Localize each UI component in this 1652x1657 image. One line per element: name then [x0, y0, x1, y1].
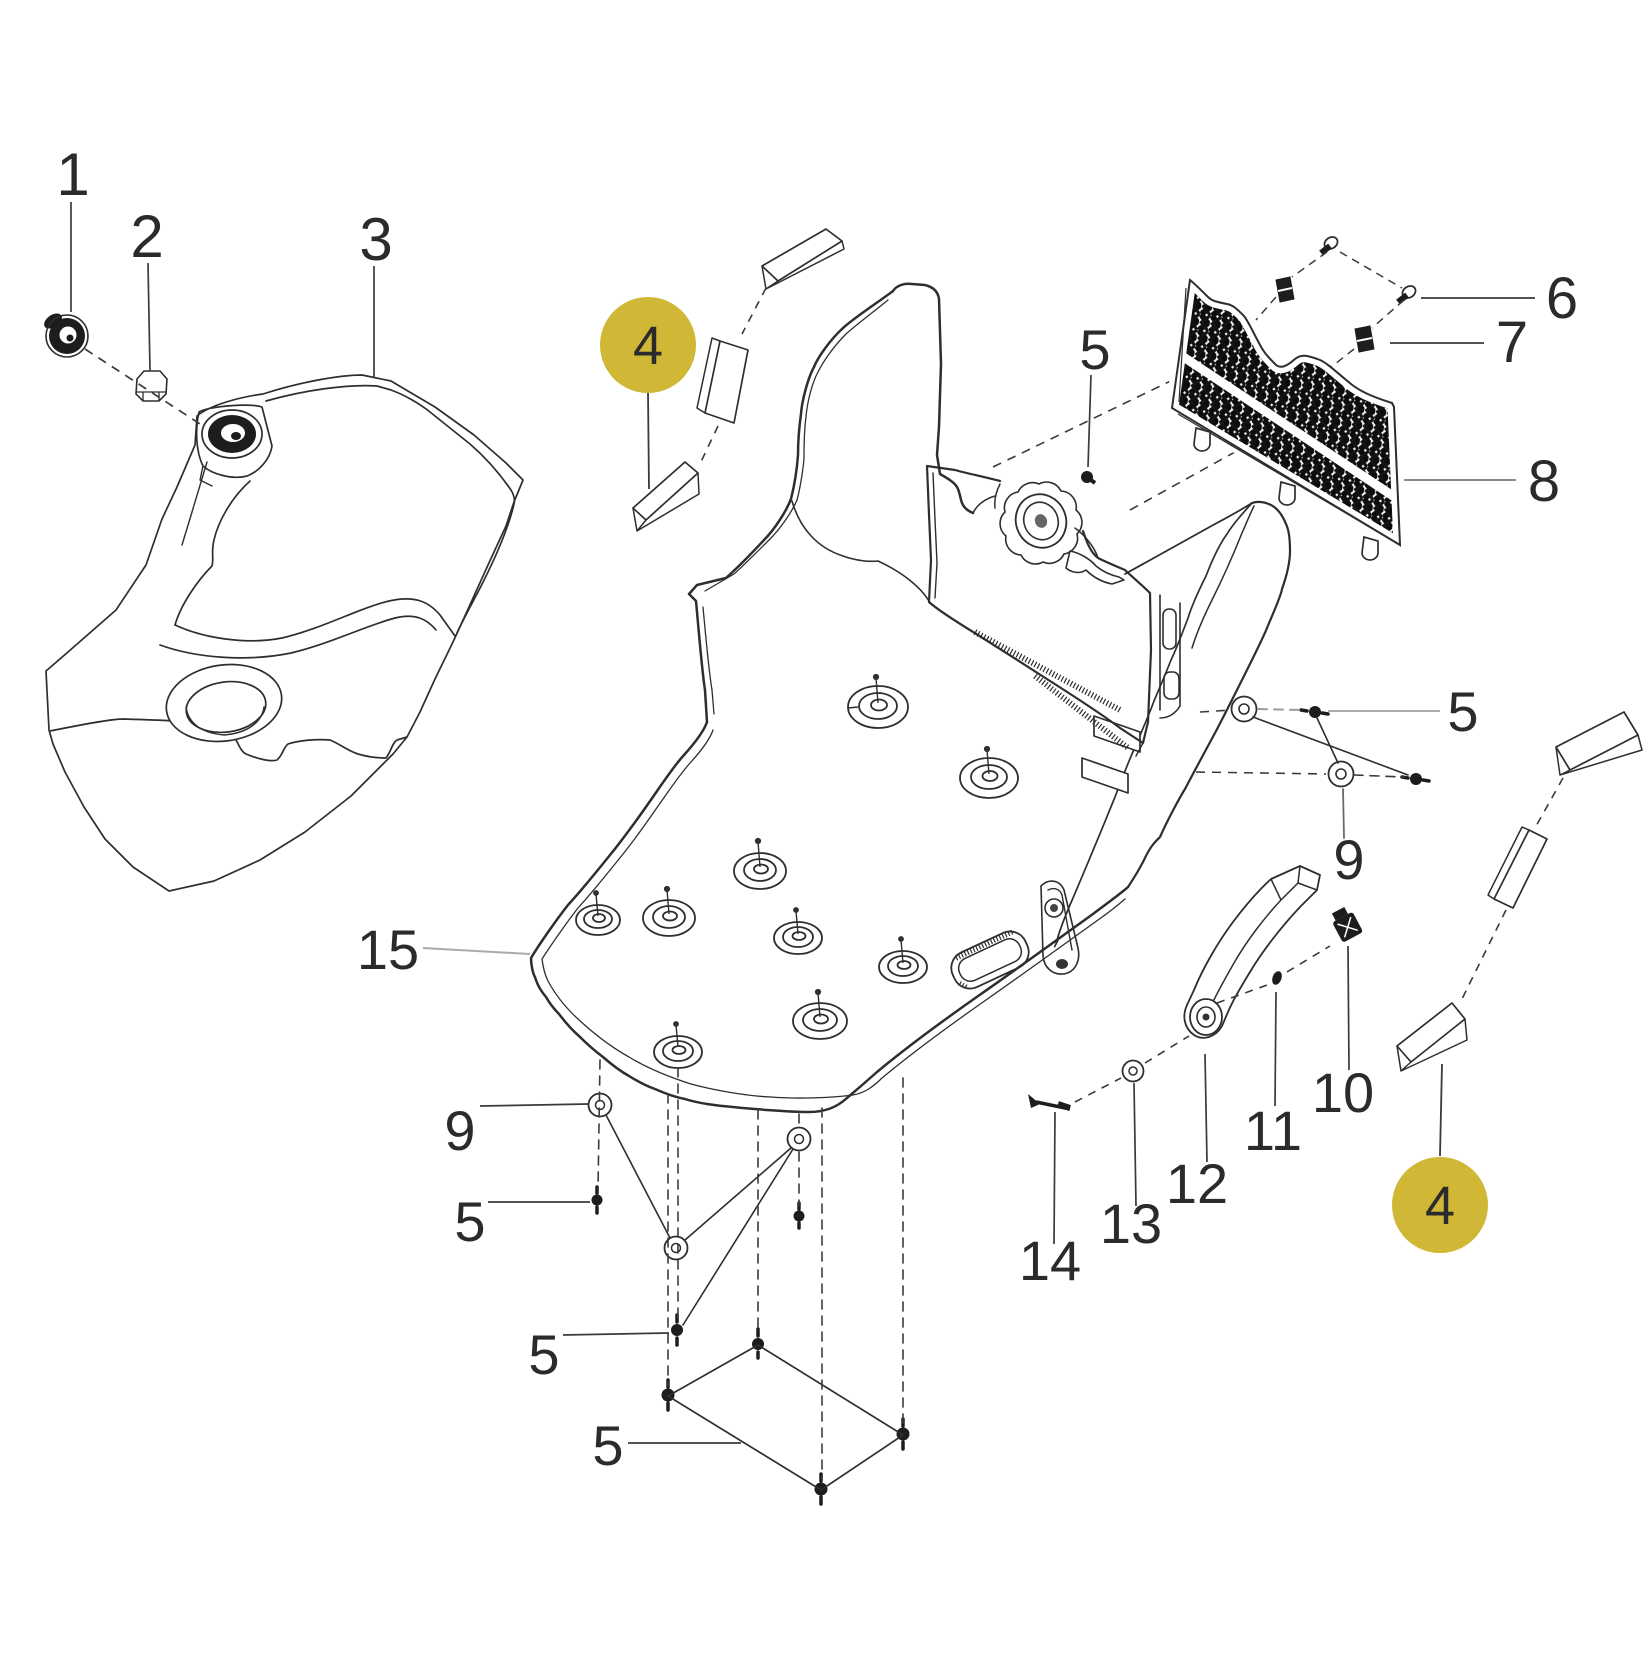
svg-text:9: 9: [444, 1099, 475, 1162]
svg-text:10: 10: [1312, 1061, 1374, 1124]
svg-text:5: 5: [592, 1414, 623, 1477]
svg-text:4: 4: [633, 316, 663, 376]
svg-text:2: 2: [130, 203, 163, 270]
svg-text:15: 15: [357, 918, 419, 981]
svg-text:13: 13: [1100, 1192, 1162, 1255]
svg-text:8: 8: [1528, 449, 1560, 514]
svg-text:5: 5: [454, 1190, 485, 1253]
svg-text:5: 5: [528, 1323, 559, 1386]
svg-text:5: 5: [1447, 680, 1478, 743]
svg-text:9: 9: [1333, 828, 1364, 891]
svg-text:6: 6: [1546, 266, 1578, 331]
svg-text:14: 14: [1019, 1229, 1081, 1292]
svg-text:12: 12: [1166, 1152, 1228, 1215]
svg-text:7: 7: [1496, 310, 1528, 375]
svg-text:3: 3: [359, 206, 392, 273]
svg-text:4: 4: [1425, 1176, 1455, 1236]
svg-text:11: 11: [1244, 1099, 1302, 1162]
svg-text:1: 1: [56, 141, 89, 208]
svg-text:5: 5: [1079, 318, 1110, 381]
